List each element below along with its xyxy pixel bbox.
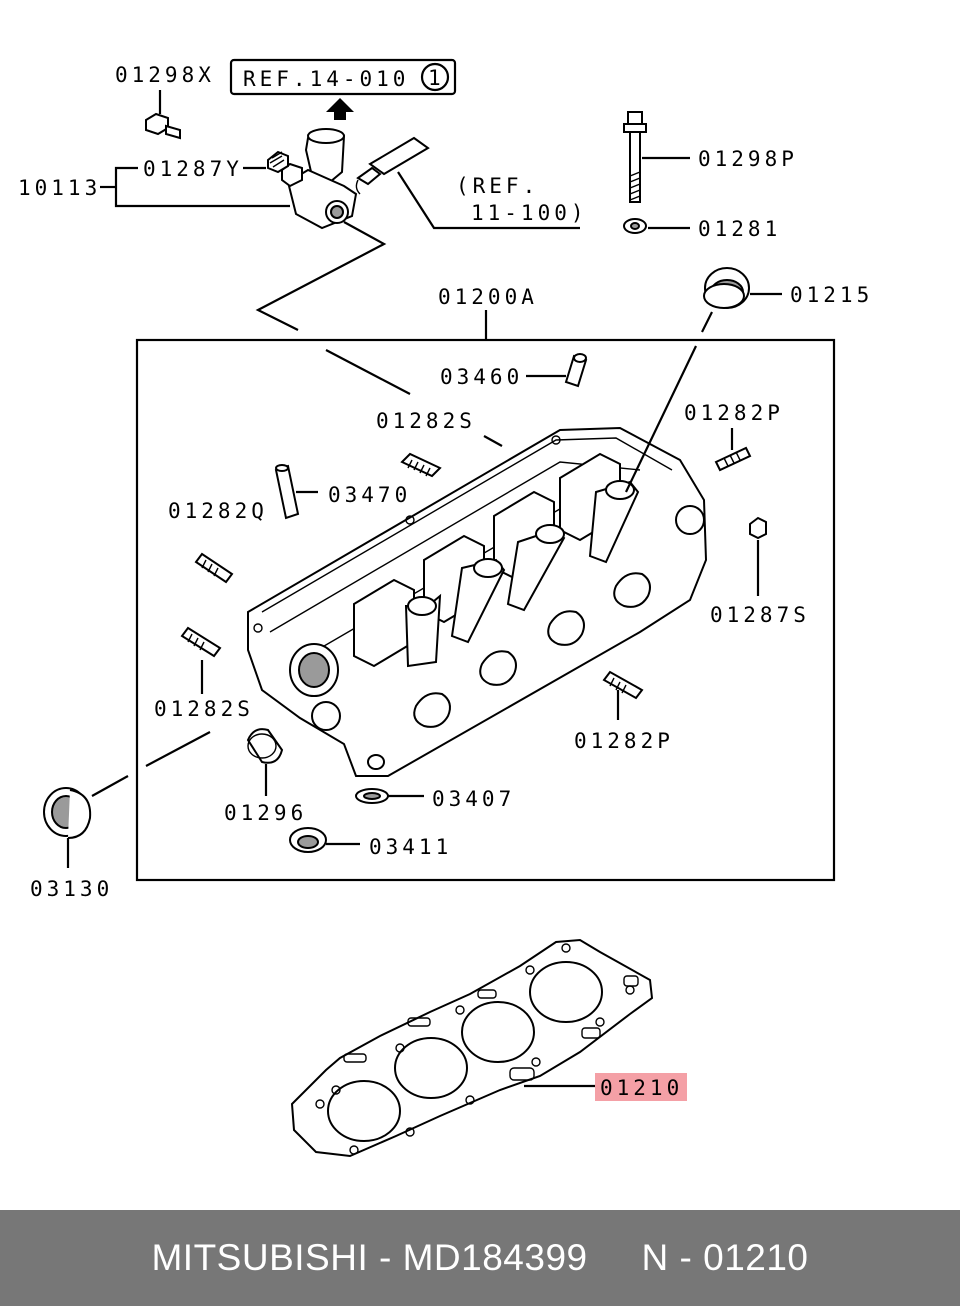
label-01296: 01296 [224, 801, 307, 825]
ref-14-010-box: REF.14-010 1 [229, 58, 457, 96]
label-03130: 03130 [30, 877, 113, 901]
stud-01282Q-icon [194, 552, 234, 584]
head-bolt-01298P-icon [623, 111, 647, 203]
cylinder-head-assembly-frame [135, 338, 836, 882]
label-01282P-bottom: 01282P [574, 729, 674, 753]
label-01282S-left: 01282S [154, 697, 254, 721]
ref-14-010-label: REF.14-010 [243, 67, 409, 91]
label-01282S-top: 01282S [376, 409, 476, 433]
stud-01282P-top-icon [714, 446, 752, 472]
highlight-01210 [595, 1073, 687, 1101]
label-01200A: 01200A [438, 285, 538, 309]
seal-01296-icon [246, 728, 284, 764]
parts-diagram: 01298X REF.14-010 1 01287Y 10113 (REF. 1… [18, 58, 873, 1158]
valve-seal-03407-icon [355, 788, 389, 804]
label-01282Q: 01282Q [168, 499, 268, 523]
sensor-tube-icon [355, 136, 430, 195]
cylinder-head-icon [247, 426, 708, 777]
label-01287S: 01287S [710, 603, 810, 627]
label-01282P-top: 01282P [684, 401, 784, 425]
head-gasket-01210-icon [290, 938, 654, 1158]
label-01215: 01215 [790, 283, 873, 307]
cam-seal-01215-icon [703, 267, 750, 309]
seal-03411-icon [289, 827, 327, 853]
label-03470: 03470 [328, 483, 411, 507]
label-01287Y: 01287Y [143, 157, 243, 181]
leader-ref-11-100 [397, 171, 580, 230]
stud-01287Y-icon [267, 150, 289, 174]
part-info-text: MITSUBISHI - MD184399 N - 01210 [151, 1237, 809, 1278]
label-03407: 03407 [432, 787, 515, 811]
front-seal-03130-icon [43, 787, 92, 839]
washer-01281-icon [623, 218, 647, 234]
label-01281: 01281 [698, 217, 781, 241]
label-03411: 03411 [369, 835, 452, 859]
stud-01282S-top-icon [400, 452, 442, 478]
label-10113: 10113 [18, 176, 101, 200]
label-01298X: 01298X [115, 63, 215, 87]
ref-11-100-line1: (REF. [456, 174, 539, 198]
part-info-banner: MITSUBISHI - MD184399 N - 01210 [0, 1210, 960, 1306]
label-01210: 01210 [600, 1076, 683, 1100]
label-03460: 03460 [440, 365, 523, 389]
nut-01287S-icon [749, 516, 767, 540]
ref-arrow-icon [326, 98, 354, 120]
stud-01282P-bottom-icon [602, 670, 644, 700]
valve-guide-03470-icon [274, 464, 300, 520]
ref-11-100-line2: 11-100) [471, 201, 588, 225]
label-01298P: 01298P [698, 147, 798, 171]
dowel-03460-icon [564, 353, 588, 388]
stud-01282S-left-icon [180, 626, 222, 658]
ref-14-010-circle-number: 1 [428, 66, 445, 90]
water-outlet-fitting-icon [281, 128, 358, 230]
bolt-01298X-icon [145, 112, 181, 140]
